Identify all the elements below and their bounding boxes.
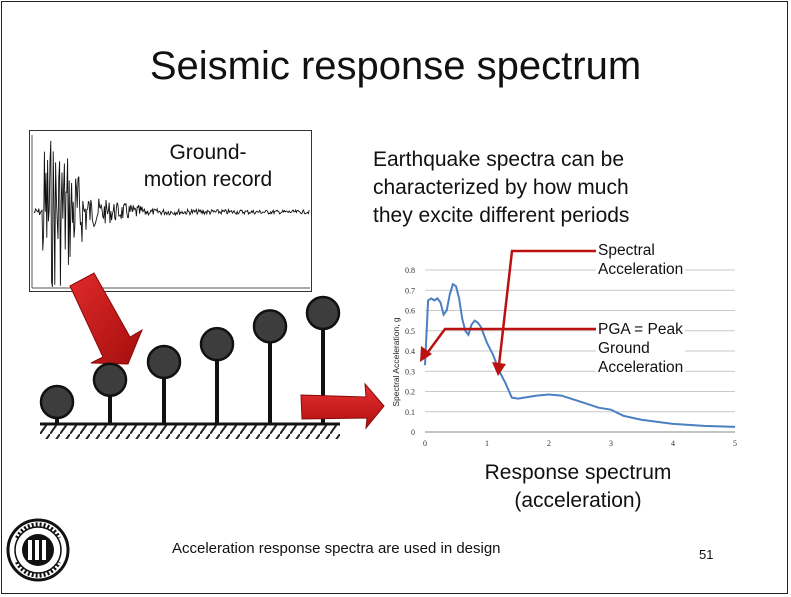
support-mass: [305, 295, 341, 331]
chart-y-ticks: 0 0.1 0.2 0.3 0.4 0.5 0.6 0.7 0.8: [405, 266, 415, 437]
slide-title: Seismic response spectrum: [149, 44, 642, 88]
pendulum-supports: [39, 295, 341, 424]
chart-x-tick-label: 5: [733, 439, 737, 448]
record-label-line-2: motion record: [143, 168, 273, 191]
chart-x-tick-label: 2: [547, 439, 551, 448]
pga-annotation: PGA = Peak Ground Acceleration: [596, 320, 686, 377]
chart-x-tick-label: 1: [485, 439, 489, 448]
right-arrow: [300, 382, 385, 430]
pga-annotation-line-1: PGA = Peak: [598, 321, 683, 338]
chart-y-tick-label: 0.8: [405, 266, 415, 275]
support-mass: [146, 344, 182, 380]
spectrum-caption: Earthquake spectra can be characterized …: [373, 146, 723, 230]
response-spectrum-title: Response spectrum (acceleration): [440, 459, 716, 515]
chart-x-tick-label: 0: [423, 439, 427, 448]
record-label-line-1: Ground-: [169, 141, 247, 164]
ground: [40, 422, 340, 439]
pga-annotation-line-2: Ground: [598, 340, 650, 357]
aisc-logo: [6, 518, 70, 582]
spectral-acceleration-annotation: Spectral Acceleration: [596, 241, 686, 279]
chart-series-line: [424, 282, 736, 428]
spectrum-title-line-2: (acceleration): [514, 489, 642, 512]
support-mass: [252, 309, 288, 344]
seismogram-trace: [33, 140, 310, 287]
chart-y-tick-label: 0.4: [405, 347, 415, 356]
chart-y-tick-label: 0: [411, 428, 415, 437]
response-spectrum-chart: 0 0.1 0.2 0.3 0.4 0.5 0.6 0.7 0.8 0 1 2 3 4 5 Spectra…: [391, 266, 737, 448]
caption-line-3: they excite different periods: [373, 204, 630, 227]
caption-line-2: characterized by how much: [373, 176, 629, 199]
chart-y-tick-label: 0.2: [405, 388, 415, 397]
sa-annotation-line-2: Acceleration: [598, 261, 684, 278]
down-arrow: [69, 272, 144, 365]
ground-motion-record-label: Ground- motion record: [128, 139, 288, 193]
support-mass: [39, 384, 75, 420]
caption-line-1: Earthquake spectra can be: [373, 148, 624, 171]
pga-pointer: [420, 327, 596, 362]
spectrum-title-line-1: Response spectrum: [484, 461, 672, 484]
chart-x-tick-label: 4: [671, 439, 675, 448]
chart-x-ticks: 0 1 2 3 4 5: [423, 439, 737, 448]
chart-y-tick-label: 0.5: [405, 327, 415, 336]
chart-y-tick-label: 0.7: [405, 286, 415, 295]
chart-gridlines: [425, 269, 735, 433]
spectral-acceleration-pointer: [492, 249, 596, 376]
chart-y-tick-label: 0.6: [405, 307, 415, 316]
chart-y-axis-label: Spectral Acceleration, g: [391, 317, 401, 407]
chart-y-tick-label: 0.1: [405, 408, 415, 417]
sa-annotation-line-1: Spectral: [598, 242, 655, 259]
footer-text: Acceleration response spectra are used i…: [172, 540, 501, 557]
support-mass: [199, 326, 235, 362]
slide-number: 51: [699, 547, 714, 562]
support-mass: [92, 362, 128, 397]
pga-annotation-line-3: Acceleration: [598, 359, 684, 376]
chart-y-tick-label: 0.3: [405, 367, 415, 376]
chart-x-tick-label: 3: [609, 439, 613, 448]
